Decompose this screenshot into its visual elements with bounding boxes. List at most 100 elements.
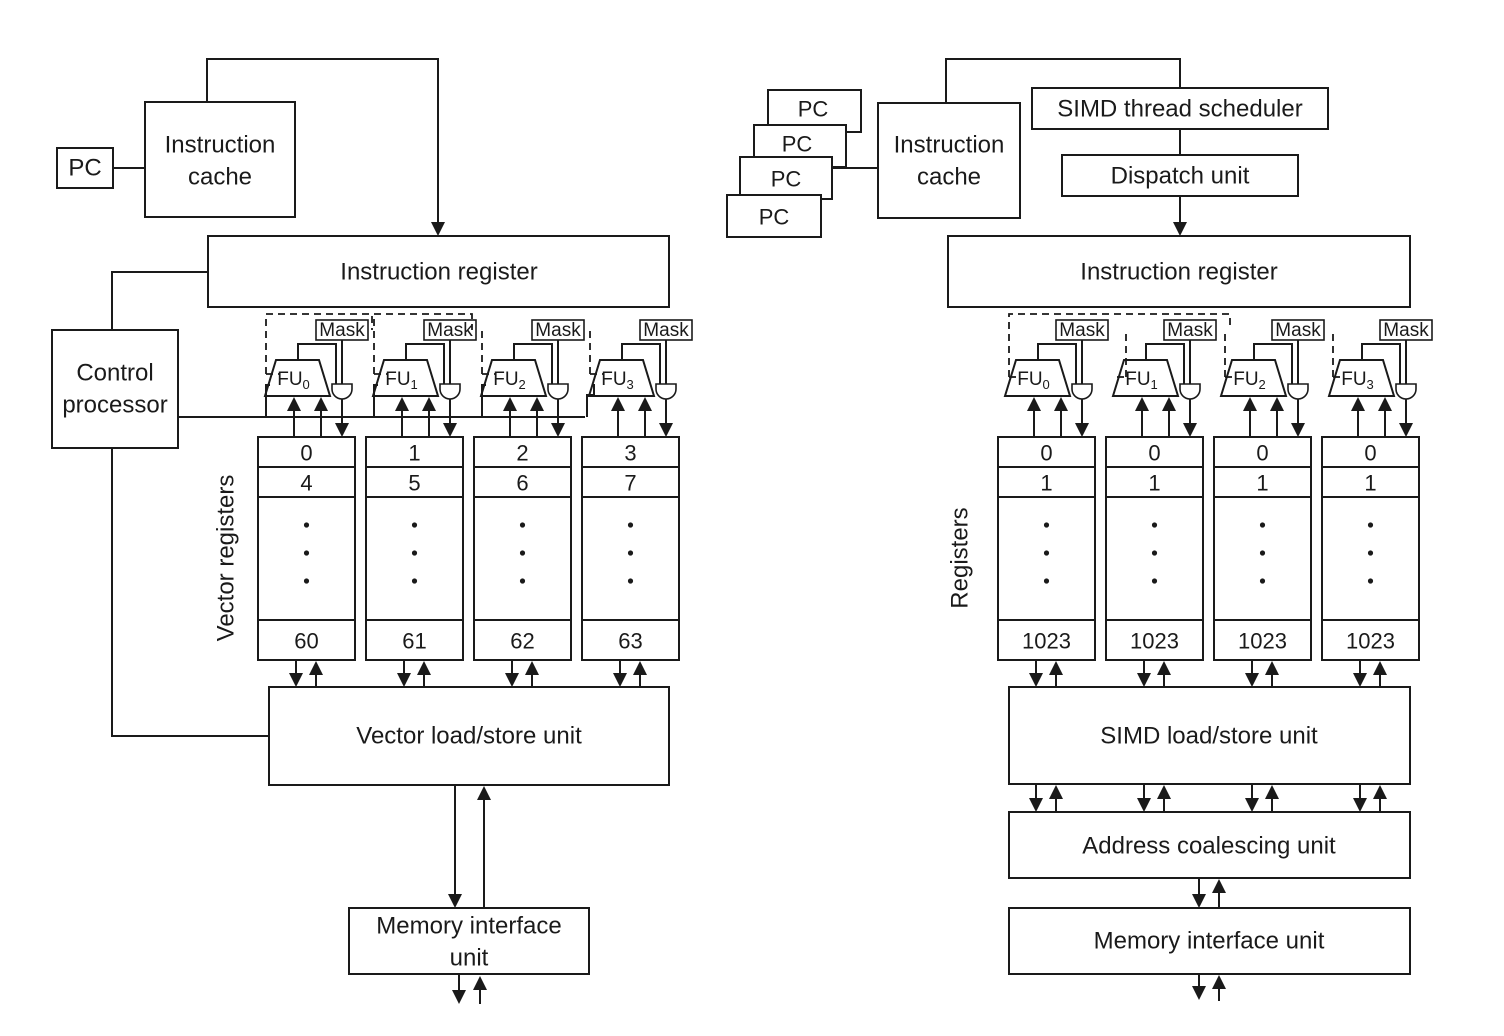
- arrow-down-icon: [505, 673, 519, 687]
- arrow-down-icon: [1137, 798, 1151, 812]
- register-entry-first: 0: [300, 441, 312, 466]
- ellipsis-dot: [1259, 550, 1266, 556]
- control-bus-to-fu-wire: [265, 384, 270, 417]
- simd-thread-scheduler-box: [1031, 87, 1329, 130]
- ellipsis-dot: [1151, 522, 1158, 528]
- arrow-up-icon: [287, 397, 301, 411]
- ellipsis-dot: [1151, 578, 1158, 584]
- arrow-down-icon: [1245, 798, 1259, 812]
- dispatch-unit-label: Dispatch unit: [1111, 163, 1250, 190]
- register-column: [581, 436, 680, 661]
- arrow-up-icon: [530, 397, 544, 411]
- register-column: [997, 436, 1096, 661]
- ellipsis-dot: [411, 522, 418, 528]
- icache-to-ir-wire: [206, 58, 439, 225]
- register-entry-last: 1023: [1022, 629, 1071, 654]
- arrow-up-icon: [1162, 397, 1176, 411]
- instruction-register-box: [207, 235, 670, 308]
- register-entry-last: 63: [618, 629, 642, 654]
- pc-box-1: [726, 194, 822, 238]
- arrow-down-icon: [1173, 222, 1187, 236]
- and-gate-icon: [439, 383, 461, 400]
- ellipsis-dot: [411, 550, 418, 556]
- mask-box: [1271, 319, 1325, 341]
- instruction-cache-label-line1: Instruction: [894, 132, 1005, 159]
- functional-unit-label: FU2: [493, 369, 526, 392]
- control-processor-box: [51, 329, 179, 449]
- instruction-cache-box: [144, 101, 296, 218]
- register-entry-first: 0: [1364, 441, 1376, 466]
- pc-label-4: PC: [798, 97, 829, 122]
- register-entry-first: 2: [516, 441, 528, 466]
- register-entry-second: 1: [1364, 471, 1376, 496]
- arrow-up-icon: [1157, 661, 1171, 675]
- arrow-up-icon: [503, 397, 517, 411]
- functional-unit-1: [1111, 359, 1180, 397]
- register-entry-last: 1023: [1346, 629, 1395, 654]
- pc-label: PC: [68, 155, 101, 182]
- functional-unit-label: FU3: [1341, 369, 1374, 392]
- ellipsis-dot: [1043, 522, 1050, 528]
- control-processor-label-line2: processor: [62, 392, 167, 419]
- register-entry-first: 0: [1040, 441, 1052, 466]
- memory-interface-unit-label-line2: unit: [450, 945, 489, 972]
- arrow-down-icon: [448, 894, 462, 908]
- ellipsis-dot: [1367, 522, 1374, 528]
- ellipsis-dot: [1259, 578, 1266, 584]
- instruction-cache-label-line2: cache: [917, 164, 981, 191]
- arrow-up-icon: [1049, 661, 1063, 675]
- arrow-down-icon: [289, 673, 303, 687]
- control-bus-to-fu-wire: [586, 384, 595, 417]
- register-column: [365, 436, 464, 661]
- register-entry-second: 7: [624, 471, 636, 496]
- arrow-up-icon: [525, 661, 539, 675]
- arrow-up-icon: [1351, 397, 1365, 411]
- mask-label: Mask: [1383, 320, 1429, 341]
- and-gate-icon: [1179, 383, 1201, 400]
- register-entry-second: 6: [516, 471, 528, 496]
- arrow-down-icon: [443, 423, 457, 437]
- vector-load-store-unit-box: [268, 686, 670, 786]
- register-entry-first: 3: [624, 441, 636, 466]
- pc-label-3: PC: [782, 132, 813, 157]
- address-coalescing-unit-label: Address coalescing unit: [1082, 833, 1336, 860]
- arrow-up-icon: [309, 661, 323, 675]
- instruction-cache-box: [877, 102, 1021, 219]
- register-entry-second: 5: [408, 471, 420, 496]
- address-coalescing-unit-box: [1008, 811, 1411, 879]
- mask-enable-dashed-wire: [373, 313, 473, 374]
- mask-enable-dashed-wire: [265, 313, 373, 374]
- control-bus-to-fu-wire: [481, 384, 486, 417]
- functional-unit-2: [1219, 359, 1288, 397]
- ellipsis-dot: [1043, 578, 1050, 584]
- mask-enable-dashed-wire: [1008, 313, 1231, 377]
- arrow-up-icon: [1135, 397, 1149, 411]
- vector-processor-diagram: PC Instruction cache Instruction registe…: [51, 58, 693, 1004]
- ellipsis-dot: [627, 550, 634, 556]
- arrow-down-icon: [1245, 673, 1259, 687]
- pc-label-1: PC: [759, 205, 790, 230]
- fu-to-gate-wire: [1145, 343, 1185, 384]
- arrow-down-icon: [1075, 423, 1089, 437]
- mask-label: Mask: [1059, 320, 1105, 341]
- pc-box-2: [739, 156, 833, 200]
- ellipsis-dot: [1043, 550, 1050, 556]
- register-column: [473, 436, 572, 661]
- arrow-up-icon: [1212, 879, 1226, 893]
- functional-unit-label: FU0: [277, 369, 310, 392]
- and-gate-icon: [1395, 383, 1417, 400]
- arrow-up-icon: [473, 976, 487, 990]
- functional-unit-0: [1003, 359, 1072, 397]
- register-entry-second: 4: [300, 471, 312, 496]
- instruction-register-label: Instruction register: [340, 259, 537, 286]
- arrow-up-icon: [1027, 397, 1041, 411]
- arrow-down-icon: [431, 222, 445, 236]
- control-bus-to-fu-wire: [373, 384, 378, 417]
- vector-registers-side-label: Vector registers: [213, 475, 240, 642]
